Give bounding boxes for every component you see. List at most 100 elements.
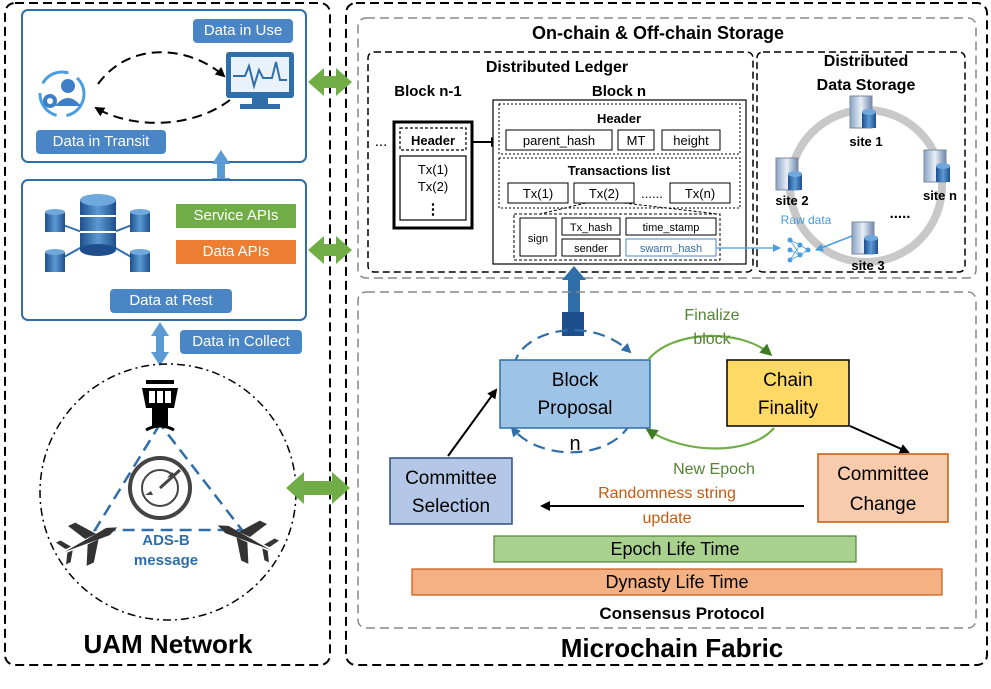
storage-frame <box>357 17 977 279</box>
swarm-hash-label: swarm_hash <box>640 243 702 255</box>
prev-header-label: Header <box>411 133 455 148</box>
new-epoch-label: New Epoch <box>673 461 755 478</box>
neural-net-icon <box>787 237 811 263</box>
cur-header-frame <box>498 103 741 155</box>
tx2-label: Tx(2) <box>589 186 619 201</box>
loop-n-label: n <box>569 433 580 455</box>
tx2-box <box>573 182 635 204</box>
microchain-fabric-title: Microchain Fabric <box>561 633 784 663</box>
site3-server-icon <box>851 221 878 255</box>
site1-server-icon <box>849 95 876 129</box>
ledger-frame <box>367 51 754 273</box>
consensus-title: Consensus Protocol <box>599 604 764 623</box>
data-apis-label: Data APIs <box>176 240 296 264</box>
committee-change-box <box>817 453 949 523</box>
sender-box <box>561 238 621 257</box>
cur-header-title: Header <box>597 111 641 126</box>
sign-label: sign <box>528 233 548 245</box>
time-stamp-label: time_stamp <box>643 222 700 234</box>
service-apis-label: Service APIs <box>176 204 296 228</box>
tx-detail-frame <box>513 213 721 261</box>
parent-hash-box <box>505 129 613 151</box>
tx1-box <box>507 182 569 204</box>
block-prev-label: Block n-1 <box>394 83 462 100</box>
prev-tx1: Tx(1) <box>418 162 448 177</box>
txn-label: Tx(n) <box>685 186 715 201</box>
adsb-label-line1: ADS-B <box>142 532 190 549</box>
height-label: height <box>673 133 709 148</box>
data-use-panel <box>21 9 307 163</box>
finalize-line1: Finalize <box>684 307 739 324</box>
committee-selection-line1: Committee <box>405 468 497 489</box>
block-proposal-line2: Proposal <box>538 398 613 419</box>
new-epoch-arrow <box>645 427 775 450</box>
plane-left-icon <box>55 522 118 566</box>
chain-finality-box <box>726 359 850 427</box>
prev-tx-box <box>399 155 467 221</box>
proposal-loop-bottom <box>510 423 631 454</box>
proposal-loop-top <box>512 329 632 367</box>
site1-label: site 1 <box>849 134 882 149</box>
ledger-title: Distributed Ledger <box>486 59 628 76</box>
epoch-lifetime-bar <box>493 535 857 563</box>
committee-selection-box <box>389 457 513 525</box>
transit-arrow-top <box>97 51 226 85</box>
finalize-arrow <box>647 334 773 361</box>
prev-tx2: Tx(2) <box>418 179 448 194</box>
sender-label: sender <box>574 243 608 255</box>
tx-hash-label: Tx_hash <box>570 222 612 234</box>
green-double-arrow-middle <box>308 236 352 264</box>
randomness-line2: update <box>643 510 692 527</box>
storage-title: On-chain & Off-chain Storage <box>532 23 784 43</box>
adsb-label-line2: message <box>134 552 198 569</box>
height-box <box>661 129 721 151</box>
rest-collect-double-arrow <box>151 322 169 366</box>
database-network-icon <box>45 194 150 272</box>
dynasty-lifetime-bar <box>411 568 943 596</box>
green-double-arrow-bottom <box>286 472 350 504</box>
radar-icon <box>128 456 192 520</box>
ring-dots: ..... <box>890 205 911 222</box>
uam-network-title: UAM Network <box>83 629 253 659</box>
siten-server-icon <box>923 149 950 183</box>
site3-label: site 3 <box>851 258 884 273</box>
tx-hash-box <box>561 217 621 236</box>
sign-box <box>519 217 557 257</box>
raw-data-label: Raw data <box>781 213 832 227</box>
siten-label: site n <box>923 188 957 203</box>
time-stamp-box <box>625 217 717 236</box>
plane-right-icon <box>217 520 280 564</box>
microchain-fabric-frame <box>345 2 988 666</box>
prev-header-box <box>399 127 467 151</box>
tx-detail-link-right <box>623 202 719 215</box>
parent-hash-label: parent_hash <box>523 133 595 148</box>
committee-change-line2: Change <box>850 494 917 515</box>
tx-detail-link-left <box>539 202 587 215</box>
epoch-lifetime-label: Epoch Life Time <box>610 539 739 559</box>
committee-selection-line2: Selection <box>412 496 490 517</box>
site3-to-net-arrow <box>815 235 853 252</box>
committee-change-line1: Committee <box>837 464 929 485</box>
finalize-line2: block <box>693 331 731 348</box>
data-in-transit-label: Data in Transit <box>36 130 166 154</box>
adsb-triangle <box>92 421 245 532</box>
data-storage-frame <box>756 51 966 273</box>
monitor-icon <box>226 52 294 109</box>
storage-title-line1: Distributed <box>824 53 908 70</box>
selection-to-proposal-arrow <box>447 388 498 457</box>
mt-box <box>617 129 655 151</box>
block-cur-label: Block n <box>592 83 646 100</box>
user-gear-icon <box>38 70 86 118</box>
mt-label: MT <box>627 133 646 148</box>
data-in-collect-label: Data in Collect <box>180 330 302 354</box>
dynasty-lifetime-label: Dynasty Life Time <box>605 572 748 592</box>
storage-title-line2: Data Storage <box>817 77 916 94</box>
prev-block-dots: ... <box>375 133 388 150</box>
site2-label: site 2 <box>775 193 808 208</box>
prev-tx-vdots: ⋮ <box>426 201 441 218</box>
transit-arrow-bottom <box>94 99 231 124</box>
data-in-use-label: Data in Use <box>193 19 293 43</box>
tx-list-title: Transactions list <box>568 163 671 178</box>
